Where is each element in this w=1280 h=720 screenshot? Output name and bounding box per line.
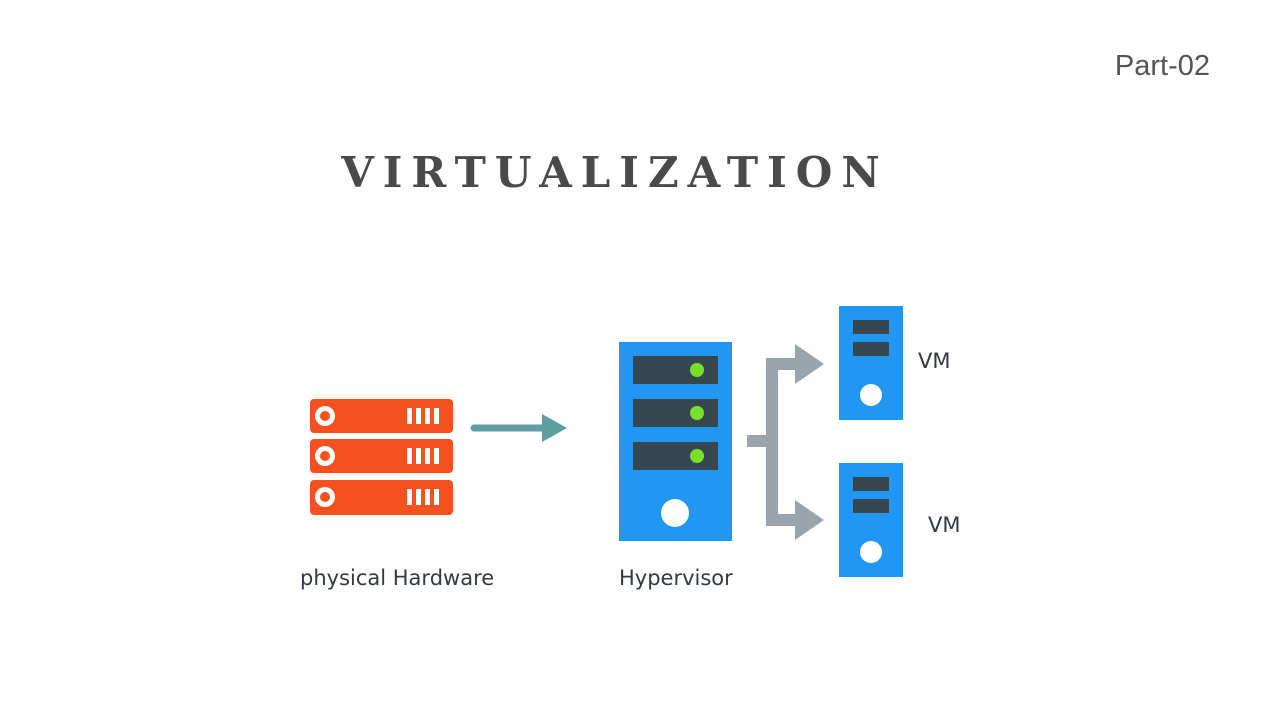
rack-unit-2 bbox=[310, 439, 453, 473]
vm-server-icon bbox=[839, 306, 903, 420]
arrow-right-icon bbox=[470, 414, 567, 442]
vm-server-icon bbox=[839, 463, 903, 577]
hypervisor-label: Hypervisor bbox=[619, 566, 733, 590]
vm-bottom-label: VM bbox=[928, 513, 960, 537]
page-title: VIRTUALIZATION bbox=[341, 148, 889, 197]
physical-hardware-label: physical Hardware bbox=[300, 566, 494, 590]
hypervisor-server-icon bbox=[619, 342, 732, 541]
part-label: Part-02 bbox=[1114, 50, 1210, 82]
rack-unit-3 bbox=[310, 480, 453, 515]
branch-arrow-icon bbox=[747, 344, 824, 540]
vm-top-label: VM bbox=[918, 349, 950, 373]
rack-unit-1 bbox=[310, 399, 453, 433]
server-rack-icon bbox=[310, 399, 453, 515]
